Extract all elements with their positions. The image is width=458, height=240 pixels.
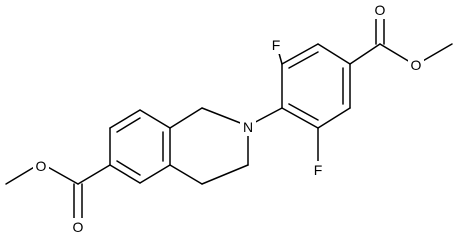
- atom-label-o-right-ether: O: [411, 57, 422, 73]
- oxygen-atom-left-carbonyl: O: [70, 218, 86, 236]
- bond: [169, 107, 203, 129]
- bond: [288, 103, 319, 121]
- atom-label-o-left-carbonyl: O: [73, 219, 84, 235]
- bond: [281, 43, 319, 65]
- atom-labels: F F N O O O O: [33, 1, 424, 236]
- bond: [77, 164, 111, 185]
- bond: [116, 160, 141, 176]
- bond: [139, 164, 171, 184]
- nitrogen-atom: N: [240, 118, 256, 136]
- atom-label-o-right-carbonyl: O: [375, 2, 386, 18]
- atom-label-f-bottom: F: [314, 162, 323, 178]
- bond: [45, 165, 79, 185]
- oxygen-atom-left-ether: O: [33, 157, 49, 175]
- oxygen-atom-right-ether: O: [408, 56, 424, 74]
- bond: [349, 43, 381, 65]
- bond: [317, 107, 351, 129]
- atom-label-f-top: F: [272, 37, 281, 53]
- bond: [109, 109, 141, 129]
- bond: [379, 43, 411, 63]
- atom-label-o-left-ether: O: [36, 158, 47, 174]
- bond: [288, 51, 319, 69]
- fluorine-atom-top: F: [268, 36, 284, 54]
- bond: [109, 164, 141, 184]
- oxygen-atom-right-carbonyl: O: [372, 1, 388, 19]
- bond: [317, 43, 351, 65]
- bond: [5, 165, 37, 185]
- bonds: [5, 15, 453, 219]
- bond: [201, 164, 249, 185]
- bond: [116, 117, 141, 133]
- bond: [139, 109, 171, 129]
- fluorine-atom-bottom: F: [310, 161, 326, 179]
- bond: [169, 164, 203, 185]
- bond: [281, 107, 319, 129]
- bond: [420, 43, 453, 63]
- atom-label-n: N: [243, 119, 253, 135]
